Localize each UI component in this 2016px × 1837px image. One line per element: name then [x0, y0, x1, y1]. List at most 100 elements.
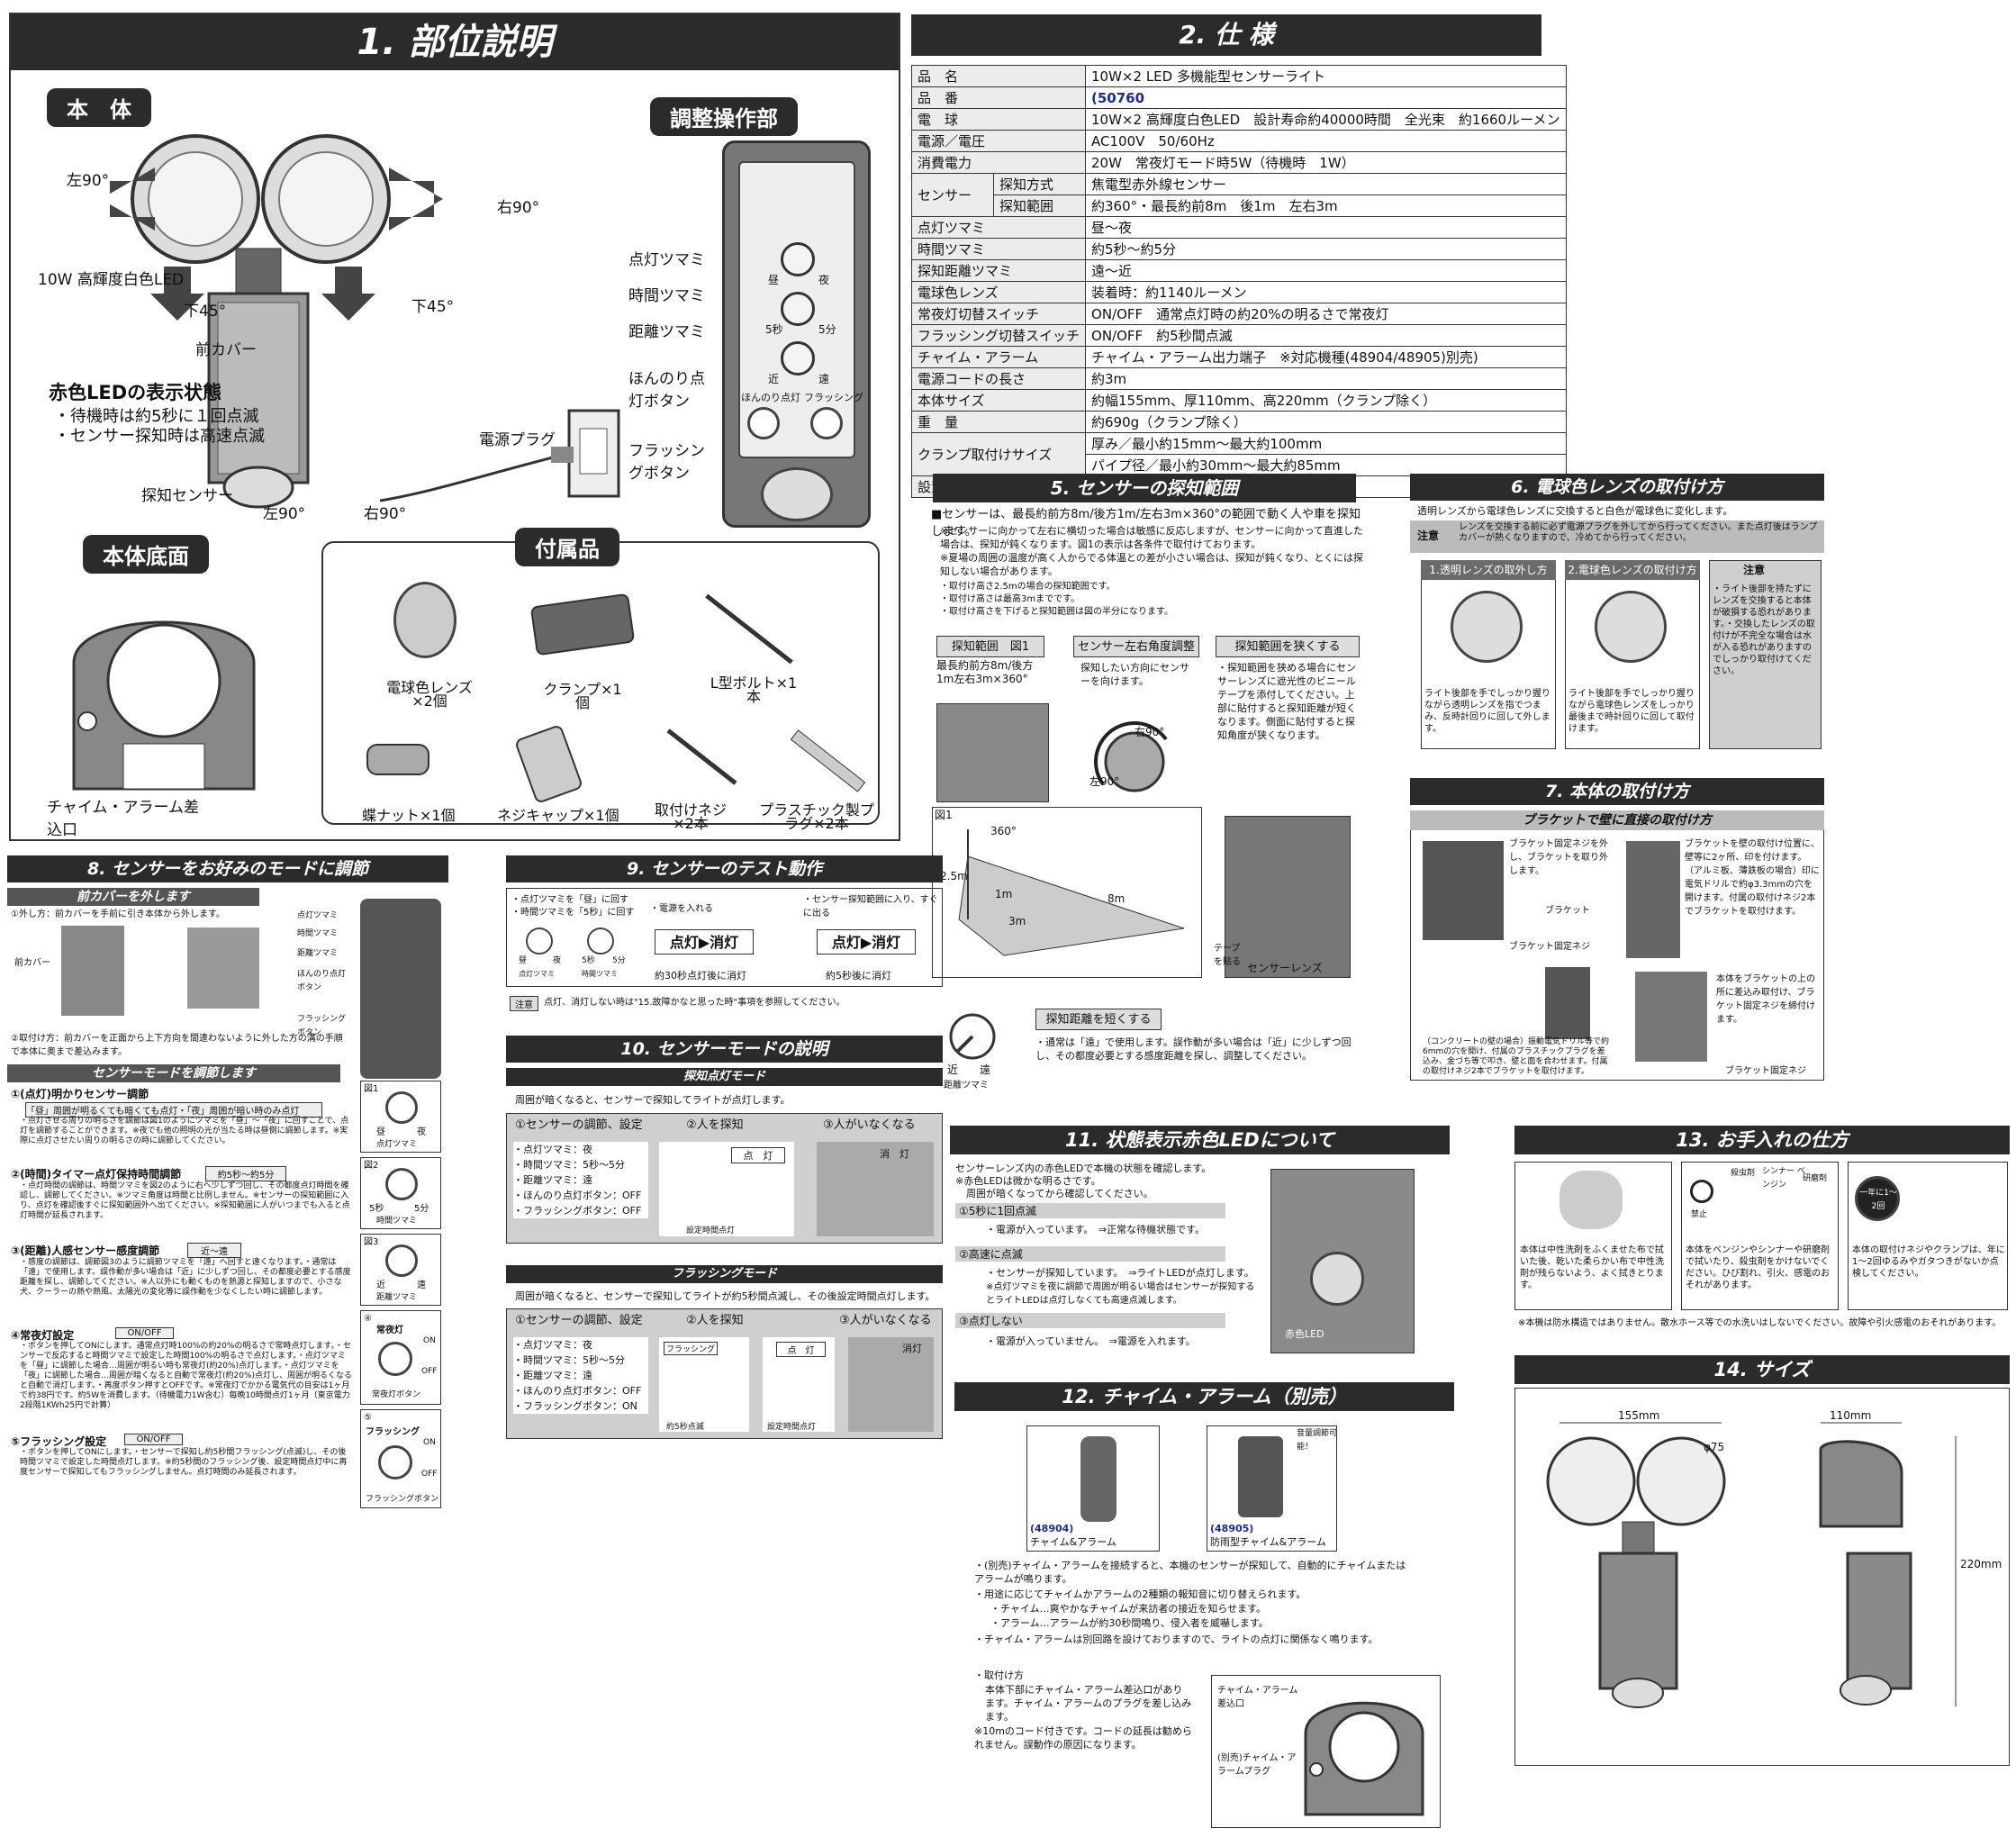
s8-f4: ④: [364, 1314, 372, 1324]
red-led-line2: ・センサー探知時は高速点滅: [54, 427, 265, 446]
s11-bt: ・センサーが探知しています。 ⇒ライトLEDが点灯します。: [986, 1267, 1254, 1279]
s10-set1: ・点灯ツマミ：夜・時間ツマミ：5秒～5分・距離ツマミ：遠・ほんのり点灯ボタン：O…: [513, 1142, 648, 1218]
s10-off1: 消 灯: [880, 1148, 909, 1160]
s5-rotate-illustration: [1094, 721, 1168, 792]
s12-t2: ・用途に応じてチャイムかアラームの2種類の報知音に切り替えられます。: [974, 1588, 1306, 1600]
spec-key: 品 番: [910, 86, 1087, 109]
s12-t4: ・アラーム…アラームが約30秒間鳴り、侵入者を威嚇します。: [990, 1617, 1269, 1629]
s14-height: 220mm: [1960, 1558, 2002, 1570]
section-title: 9. センサーのテスト動作: [506, 855, 943, 882]
spec-row: 電源コードの長さ約3m: [910, 367, 1567, 390]
s8-nlb: 常夜灯ボタン: [372, 1390, 421, 1399]
s9-knob1-icon: [526, 928, 553, 955]
s7-l-bracket: ブラケット: [1545, 906, 1590, 916]
s10-off2: 消灯: [902, 1343, 922, 1354]
s8-p5a: ON/OFF: [124, 1434, 183, 1445]
s8-knob2: 時間ツマミ: [376, 1217, 418, 1226]
s8-p3b: ・感度の調節は、調節図3のように調節ツマミを「遠」へ回すと遠くなります。・通常は…: [20, 1258, 351, 1297]
s10-h3b: ③人がいなくなる: [839, 1314, 932, 1327]
spec-row: 点灯ツマミ昼～夜: [910, 216, 1567, 239]
s8-on2: ON: [423, 1438, 436, 1447]
s5-box1-text: 最長約前方8m/後方1m左右3m×360°: [936, 659, 1034, 685]
pnl-flash: フラッシング: [804, 392, 863, 403]
spec-value: 厚み／最小約15mm～最大約100mm: [1085, 432, 1567, 455]
spec-row: チャイム・アラームチャイム・アラーム出力端子 ※対応機種(48904/48905…: [910, 346, 1567, 368]
s8-pnl3: 距離ツマミ: [297, 949, 339, 958]
spec-row: センサー探知方式焦電型赤外線センサー: [910, 173, 1567, 217]
s13-ban: 禁止: [1691, 1210, 1708, 1219]
s5-dist-knob-icon: [949, 1013, 996, 1060]
s6-b-lens-icon: [1595, 591, 1667, 663]
s9-kn1: 点灯ツマミ: [519, 970, 555, 978]
s8-knob1-icon: [385, 1091, 418, 1124]
s13-c3: [1848, 1162, 2008, 1310]
spec-value: AC100V 50/60Hz: [1085, 130, 1567, 152]
s8-nl-button[interactable]: [378, 1342, 412, 1376]
s9-knob2-icon: [587, 928, 614, 955]
k-near: 近: [768, 373, 780, 385]
s8-pnl5: フラッシングボタン: [297, 1015, 347, 1037]
spec-key: 電源コードの長さ: [910, 367, 1087, 390]
spec-key: 点灯ツマミ: [910, 216, 1087, 239]
s11-i1: センサーレンズ内の赤色LEDで本機の状態を確認します。: [955, 1163, 1212, 1174]
s13-ben: 殺虫剤: [1731, 1169, 1756, 1178]
s9-5s: 5秒: [582, 956, 595, 965]
spec-value: (50760: [1085, 86, 1567, 109]
knob-dist-icon[interactable]: [781, 341, 815, 376]
s6-caution-text: レンズを交換する前に必ず電源プラグを外してから行ってください。また点灯後はランプ…: [1459, 522, 1818, 543]
s8-f3: 図3: [364, 1237, 379, 1247]
s12-l1: チャイム・アラーム差込口: [1217, 1686, 1298, 1709]
s13-abr: 研磨剤: [1803, 1174, 1828, 1183]
spec-value: 約5秒～約5分: [1085, 238, 1567, 260]
spec-value: 焦電型赤外線センサー: [1085, 173, 1567, 195]
s5-short-text: ・通常は「遠」で使用します。誤作動が多い場合は「近」に少しずつ回し、その都度必要…: [1035, 1036, 1352, 1062]
label-sensor-right90: 右90°: [364, 505, 407, 523]
bottom-pill: 本体底面: [83, 535, 209, 574]
s8-knob2-icon: [385, 1168, 418, 1200]
label-btn-flash: フラッシングボタン: [628, 442, 705, 483]
knob-time-icon[interactable]: [781, 292, 815, 326]
s5-near: 近: [947, 1063, 959, 1076]
label-down45-right: 下45°: [411, 298, 455, 316]
spec-key: 常夜灯切替スイッチ: [910, 303, 1087, 325]
spec-value: 遠～近: [1085, 259, 1567, 282]
s5-tape: テープを貼る: [1214, 944, 1241, 967]
s5-fig1-label: 図1: [935, 809, 953, 821]
s8-pnl4: ほんのり点灯ボタン: [297, 970, 347, 992]
s8-fl-button[interactable]: [378, 1445, 412, 1480]
s5-sensor-photo: [936, 703, 1049, 802]
s12-m2: (48905): [1210, 1523, 1254, 1534]
s5-1m: 1m: [995, 888, 1013, 900]
s14-side-view: [1819, 1422, 1957, 1706]
s5-short: 探知距離を短くする: [1035, 1009, 1162, 1030]
label-left90: 左90°: [67, 172, 110, 190]
s9-frame: [506, 888, 943, 987]
flash-button[interactable]: [810, 407, 843, 439]
s10-scene1b: [817, 1142, 934, 1236]
section-title: 13. お手入れの仕方: [1514, 1126, 2010, 1154]
bottom-view-illustration: [72, 620, 256, 791]
s12-chime1-icon: [1080, 1436, 1116, 1522]
s10-a2: 約5秒点滅: [666, 1423, 704, 1432]
section-test: 9. センサーのテスト動作 ・点灯ツマミを「昼」に回す ・時間ツマミを「5秒」に…: [506, 855, 943, 1018]
knob-light-icon[interactable]: [781, 242, 815, 276]
s6-intro: 透明レンズから電球色レンズに交換すると白色が電球色に変化します。: [1417, 505, 1733, 517]
s13-c3t: 本体の取付けネジやクランプは、年に1～2回ゆるみやガタつきがないか点検してくださ…: [1852, 1245, 2005, 1279]
s8-fl: フラッシング: [366, 1427, 420, 1437]
s9-c1b: ・時間ツマミを「5秒」に回す: [511, 908, 635, 918]
s7-l-screw: ブラケット固定ネジ: [1509, 942, 1590, 952]
s11-ct: ・電源が入っていません。 ⇒電源を入れます。: [986, 1335, 1196, 1347]
section-sensor-range: 5. センサーの探知範囲 ■センサーは、最長約前方8m/後方1m/左右3m×36…: [927, 474, 1369, 1113]
s5-r90: 右90°: [1135, 726, 1165, 738]
s12-vol: 音量調節可能！: [1297, 1429, 1338, 1452]
section-lens: 6. 電球色レンズの取付け方 透明レンズから電球色レンズに交換すると白色が電球色…: [1410, 474, 1833, 762]
spec-key: フラッシング切替スイッチ: [910, 324, 1087, 347]
section-title: 7. 本体の取付け方: [1410, 778, 1824, 805]
section-chime: 12. チャイム・アラーム（別売） (48904) チャイム&アラーム 音量調節…: [954, 1382, 1454, 1832]
s11-bn: ※点灯ツマミを夜に調節で周囲が明るい場合はセンサーが探知するとライトLEDは点灯…: [986, 1282, 1255, 1306]
spec-key: 電球色レンズ: [910, 281, 1087, 303]
night-light-button[interactable]: [747, 407, 780, 439]
spec-subkey: 探知方式: [993, 173, 1087, 195]
